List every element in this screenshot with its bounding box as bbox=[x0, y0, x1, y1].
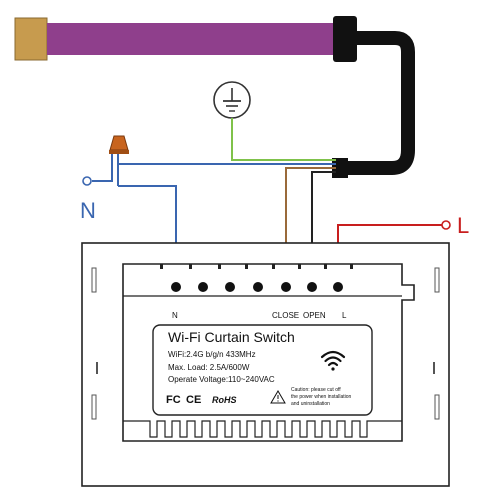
terminal-label-open: OPEN bbox=[303, 311, 326, 320]
terminal-screws bbox=[171, 282, 343, 292]
spec-line-3: Operate Voltage:110~240VAC bbox=[168, 375, 275, 384]
ce-mark-icon: CE bbox=[186, 394, 201, 406]
mount-slot-right-mid bbox=[433, 362, 435, 374]
neutral-supply-label: N bbox=[80, 198, 96, 223]
wifi-icon bbox=[320, 350, 346, 371]
motor-head bbox=[333, 16, 357, 62]
line-supply-terminal bbox=[441, 220, 451, 230]
terminal-screw-close bbox=[281, 282, 291, 292]
line-supply-label: L bbox=[457, 213, 469, 238]
label-plate-title: Wi-Fi Curtain Switch bbox=[168, 329, 295, 345]
mount-slot-left-top bbox=[91, 267, 97, 293]
mount-slot-right-top bbox=[434, 267, 440, 293]
terminal-label-close: CLOSE bbox=[272, 311, 299, 320]
cooling-fins bbox=[123, 420, 402, 438]
terminal-screw-4 bbox=[253, 282, 263, 292]
caution-line-3: and uninstallation bbox=[291, 401, 330, 407]
spec-line-1: WiFi:2.4G b/g/n 433MHz bbox=[168, 350, 256, 359]
mount-slot-right-bottom bbox=[434, 394, 440, 420]
rohs-mark-icon: RoHS bbox=[212, 395, 237, 405]
caution-line-2: the power when installation bbox=[291, 394, 352, 400]
terminal-screw-n bbox=[171, 282, 181, 292]
mount-slot-left-bottom bbox=[91, 394, 97, 420]
terminal-label-l: L bbox=[342, 311, 347, 320]
spec-line-2: Max. Load: 2.5A/600W bbox=[168, 363, 250, 372]
ground-symbol-icon bbox=[213, 81, 251, 119]
motor-end-cap bbox=[14, 17, 48, 61]
label-plate bbox=[152, 324, 373, 416]
mount-slot-left-mid bbox=[96, 362, 98, 374]
motor-tube bbox=[47, 23, 335, 55]
wire-nut-icon bbox=[109, 135, 129, 154]
terminal-label-n: N bbox=[172, 311, 178, 320]
switch-device: N CLOSE OPEN L Wi-Fi Curtain Switch WiFi… bbox=[81, 242, 450, 487]
caution-triangle-icon bbox=[270, 390, 286, 404]
terminal-screw-3 bbox=[225, 282, 235, 292]
caution-line-1: Caution: please cut off bbox=[291, 387, 341, 393]
terminal-screw-l bbox=[333, 282, 343, 292]
earth-wire bbox=[231, 118, 336, 161]
neutral-supply-terminal bbox=[82, 176, 92, 186]
terminal-screw-open bbox=[307, 282, 317, 292]
curtain-motor bbox=[14, 16, 357, 62]
terminal-screw-2 bbox=[198, 282, 208, 292]
neutral-wire-supply bbox=[92, 150, 113, 182]
fcc-mark-icon: FC bbox=[166, 394, 181, 406]
terminal-notches bbox=[160, 264, 353, 269]
motor-cable bbox=[336, 31, 415, 175]
